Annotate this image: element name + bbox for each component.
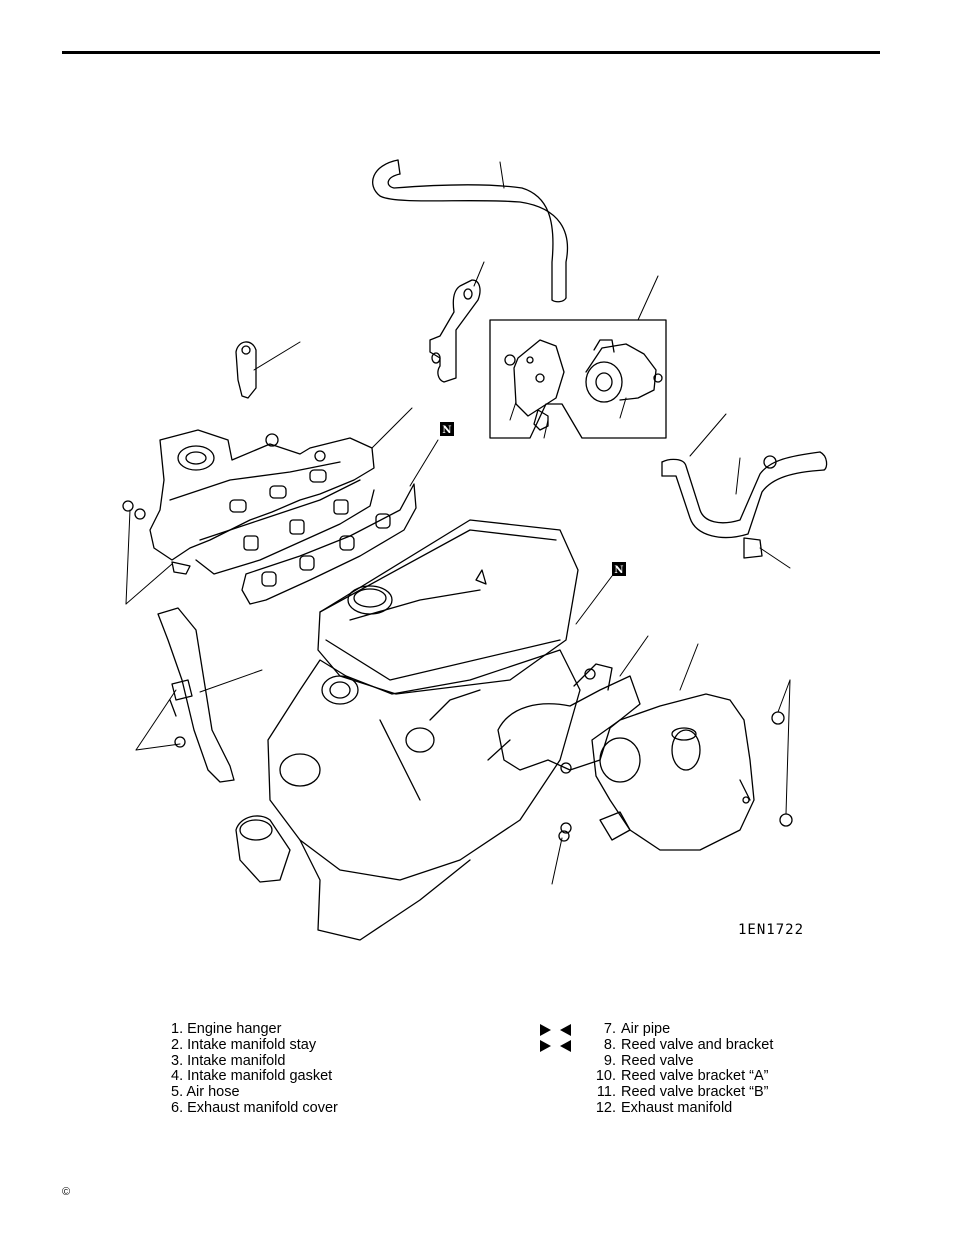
legend-number: 2. [171, 1036, 188, 1053]
leader-lines [125, 161, 791, 885]
exploded-engine-diagram: N N [122, 159, 828, 941]
legend-text: Air pipe [621, 1021, 671, 1037]
intake-manifold [149, 429, 375, 575]
legend-number: 12. [595, 1099, 616, 1116]
triangle-right-icon [540, 1023, 551, 1036]
svg-text:N: N [614, 565, 623, 576]
intake-manifold-stay [429, 279, 481, 383]
air-pipe [661, 451, 828, 559]
legend-text: Intake manifold stay [187, 1036, 317, 1053]
reed-valve-box [489, 319, 667, 439]
legend-number: 3. [171, 1052, 188, 1069]
legend-text: Engine hanger [187, 1021, 282, 1037]
legend-text: Reed valve and bracket [621, 1036, 774, 1053]
intake-manifold-gasket [241, 483, 417, 605]
legend-number: 4. [171, 1068, 188, 1085]
legend-text: Intake manifold gasket [187, 1068, 333, 1085]
legend-item: 2. Intake manifold stay [171, 1036, 338, 1054]
legend-number: 6. [171, 1099, 188, 1116]
legend-item: 3. Intake manifold [171, 1052, 338, 1070]
legend-text: Air hose [186, 1084, 240, 1101]
legend-text: Reed valve [621, 1052, 694, 1069]
legend-item: 12. Exhaust manifold [540, 1099, 773, 1117]
legend-right: 7. Air pipe 8. Reed valve and bracket 9. Reed… [540, 1021, 774, 1117]
exhaust-manifold-cover [591, 693, 755, 851]
engine-block [235, 519, 581, 941]
legend-number: 7. [603, 1021, 616, 1037]
figure-id: 1EN1722 [738, 922, 805, 938]
legend-number: 1. [171, 1021, 188, 1037]
left-nuts [122, 500, 191, 575]
right-bolts [558, 711, 793, 842]
svg-text:N: N [442, 425, 451, 436]
legend-item: 4. Intake manifold gasket [171, 1068, 338, 1085]
triangle-right-icon [540, 1039, 551, 1052]
triangle-left-icon [560, 1039, 571, 1052]
legend-item: 9. Reed valve [540, 1052, 773, 1070]
legend-item: 10. Reed valve bracket “A” [540, 1069, 773, 1085]
legend-item: 11. Reed valve bracket “B” [540, 1084, 773, 1101]
left-bracket [157, 607, 235, 783]
copyright-mark: © [62, 1186, 71, 1198]
disassembly-mark [540, 1023, 588, 1036]
legend-text: Exhaust manifold cover [187, 1099, 338, 1116]
n-marker-exhaust: N [612, 562, 626, 576]
legend-number: 8. [603, 1036, 616, 1053]
legend-number: 9. [603, 1052, 616, 1069]
legend-item: 6. Exhaust manifold cover [171, 1099, 338, 1117]
n-marker-gasket: N [440, 422, 454, 436]
triangle-left-icon [560, 1023, 571, 1036]
header-rule [62, 51, 880, 54]
legend-text: Exhaust manifold [621, 1099, 733, 1116]
legend-text: Intake manifold [187, 1052, 286, 1069]
legend-number: 5. [171, 1084, 187, 1101]
legend-text: Reed valve bracket “B” [621, 1084, 769, 1101]
disassembly-mark [540, 1039, 588, 1052]
legend-item: 8. Reed valve and bracket [540, 1036, 774, 1054]
engine-hanger [235, 341, 257, 399]
legend-item: 1. Engine hanger [171, 1021, 338, 1038]
air-hose [372, 159, 569, 303]
legend-item: 7. Air pipe [540, 1021, 773, 1038]
legend-item: 5. Air hose [171, 1084, 338, 1101]
legend-number: 10. [595, 1068, 616, 1085]
legend-number: 11. [596, 1084, 616, 1101]
legend-text: Reed valve bracket “A” [621, 1068, 769, 1085]
